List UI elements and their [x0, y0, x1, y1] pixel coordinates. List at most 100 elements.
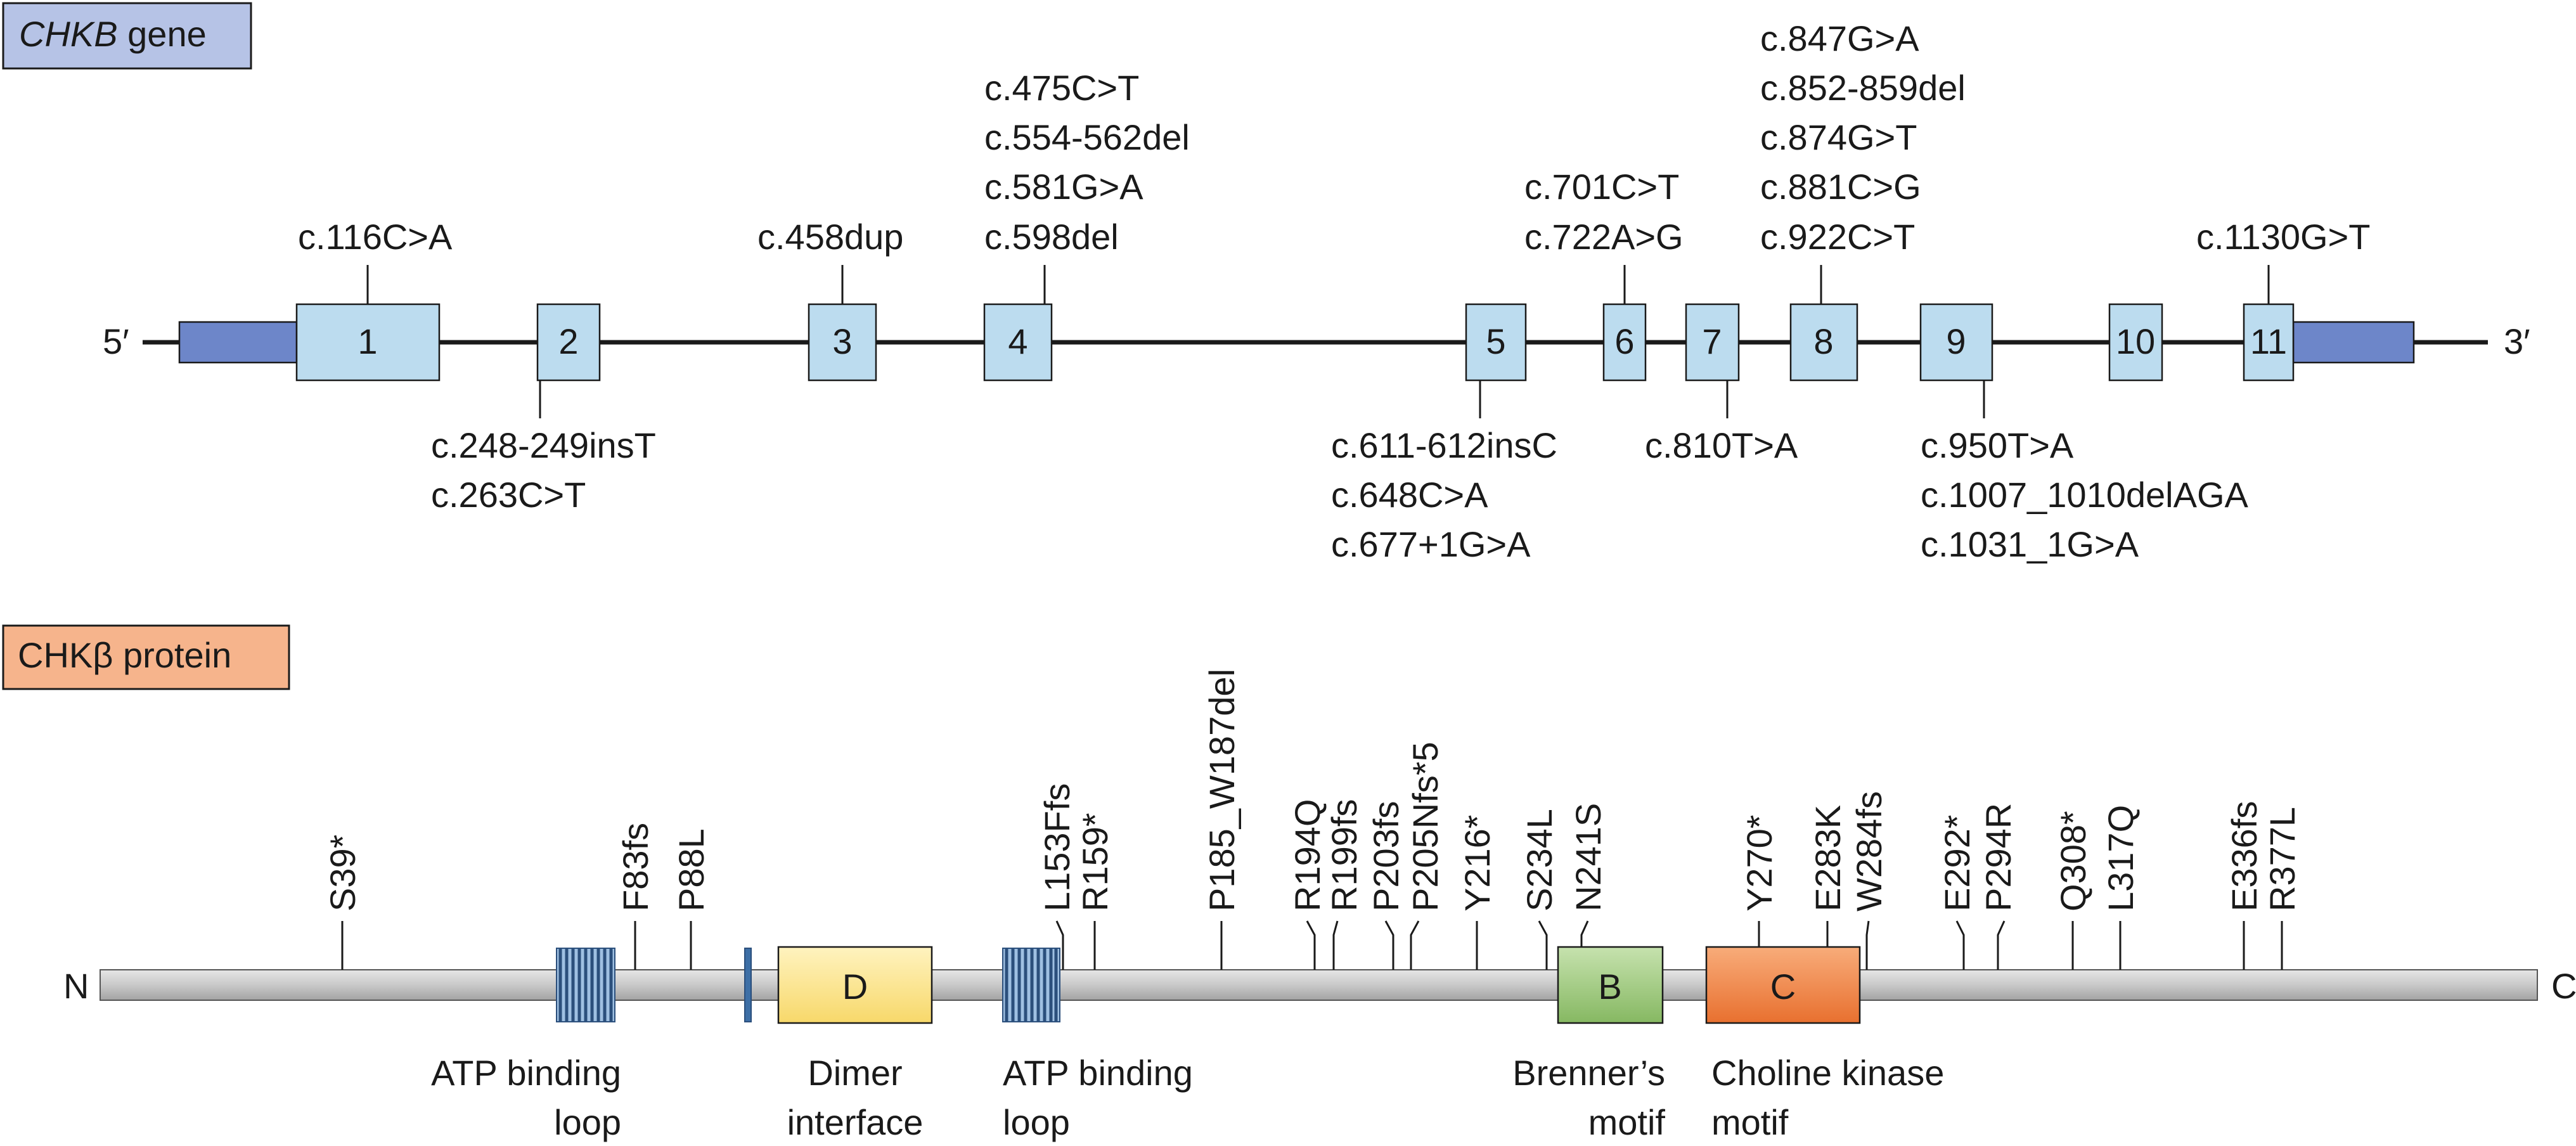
variant-label: c.248-249insT: [431, 425, 656, 465]
variant-label: c.611-612insC: [1331, 425, 1557, 465]
atp-loop-2: [1002, 948, 1060, 1022]
mutation-label: E292*: [1937, 814, 1977, 911]
mutation-label: P88L: [671, 828, 711, 911]
exon-label: 9: [1946, 321, 1966, 361]
mutation-tick: [1865, 920, 1870, 970]
gene-title-box: CHKB gene: [2, 2, 252, 70]
variant-label: c.874G>T: [1760, 117, 1917, 157]
variant-label: c.554-562del: [984, 117, 1190, 157]
variant-label: c.847G>A: [1760, 18, 1919, 58]
exon-1: [295, 303, 441, 382]
region-label-brenner: Brenner’s: [1512, 1053, 1665, 1093]
utr-5prime: [178, 321, 298, 364]
variant-label: c.1007_1010delAGA: [1921, 475, 2249, 515]
variant-label: c.1130G>T: [2196, 217, 2370, 257]
protein-title-box: CHKβ protein: [2, 624, 290, 690]
exon-label: 3: [832, 321, 852, 361]
exon-label: 8: [1813, 321, 1833, 361]
mutation-tick: [1384, 920, 1394, 970]
domain-brenner: [1557, 946, 1664, 1024]
gene-5prime-label: 5′: [103, 321, 129, 361]
mutation-label: Y270*: [1739, 814, 1779, 911]
variant-label: c.950T>A: [1921, 425, 2074, 465]
mutation-label: R194Q: [1287, 799, 1327, 911]
variant-label: c.881C>G: [1760, 167, 1921, 207]
mutation-label: L153Ffs: [1037, 783, 1077, 911]
region-label-atp2: ATP binding: [1003, 1053, 1193, 1093]
protein-structure: N C D: [63, 669, 2576, 1142]
exon-label: 6: [1614, 321, 1634, 361]
exon-8: [1789, 303, 1858, 382]
variant-label: c.852-859del: [1760, 68, 1966, 108]
variant-label: c.581G>A: [984, 167, 1143, 207]
mutation-label: S39*: [323, 835, 363, 911]
exon-label: 5: [1486, 321, 1505, 361]
mutation-tick: [1955, 920, 1965, 970]
domain-d-label: D: [842, 967, 868, 1007]
region-label-choline: motif: [1711, 1102, 1789, 1142]
exon-label: 7: [1702, 321, 1722, 361]
domain-dimer: [777, 946, 933, 1024]
exon-label: 10: [2116, 321, 2155, 361]
region-label-dimer: Dimer: [808, 1053, 902, 1093]
mutation-label: S234L: [1519, 809, 1559, 911]
exon-9: [1919, 303, 1993, 382]
variant-label: c.701C>T: [1524, 167, 1679, 207]
region-label-atp1: ATP binding: [431, 1053, 621, 1093]
mutation-label: W284fs: [1849, 791, 1889, 911]
protein-n-terminus: N: [63, 966, 89, 1006]
variant-label: c.263C>T: [431, 475, 586, 515]
mutation-tick: [1580, 920, 1589, 947]
mutation-label: Q308*: [2053, 811, 2093, 911]
exon-2: [536, 303, 601, 382]
mutation-tick: [1055, 920, 1064, 970]
region-label-dimer: interface: [787, 1102, 924, 1142]
gene-title-suffix: gene: [118, 14, 207, 54]
exon-label: 2: [558, 321, 578, 361]
variant-label: c.1031_1G>A: [1921, 524, 2139, 564]
domain-b-label: B: [1598, 967, 1621, 1007]
svg-text:CHKB gene: CHKB gene: [19, 14, 207, 54]
domain-choline-kinase: [1705, 946, 1861, 1024]
protein-backbone-bar: [100, 969, 2538, 1001]
exon-label: 4: [1008, 321, 1027, 361]
mutation-tick: [1410, 920, 1420, 970]
mutation-label: N241S: [1568, 803, 1608, 911]
mutation-label: R199fs: [1324, 799, 1364, 911]
variant-label: c.677+1G>A: [1331, 524, 1531, 564]
mutation-tick: [1332, 920, 1339, 970]
variant-label: c.648C>A: [1331, 475, 1488, 515]
mutation-label: E283K: [1808, 805, 1848, 911]
variant-label: c.475C>T: [984, 68, 1139, 108]
atp-loop-marker: [744, 948, 752, 1022]
variant-label: c.810T>A: [1645, 425, 1798, 465]
exon-7: [1685, 303, 1740, 382]
gene-3prime-label: 3′: [2504, 321, 2530, 361]
mutation-label: P294R: [1978, 803, 2018, 911]
gene-title-symbol: CHKB: [19, 14, 118, 54]
variant-label: c.598del: [984, 217, 1119, 257]
exon-label: 11: [2250, 321, 2287, 361]
region-label-brenner: motif: [1588, 1102, 1666, 1142]
mutation-label: Y216*: [1457, 814, 1497, 911]
exon-10: [2108, 303, 2163, 382]
mutation-tick: [1306, 920, 1316, 970]
mutation-tick: [1538, 920, 1548, 970]
mutation-tick: [1997, 920, 2006, 970]
mutation-label: P185_W187del: [1202, 669, 1242, 911]
mutation-label: L317Q: [2101, 805, 2141, 911]
exon-label: 1: [357, 321, 377, 361]
protein-title: CHKβ protein: [18, 635, 231, 675]
exon-6: [1602, 303, 1647, 382]
utr-3prime: [2292, 321, 2415, 364]
mutation-ticks: [341, 920, 2283, 970]
mutation-label: R377L: [2262, 807, 2302, 911]
region-label-atp2: loop: [1003, 1102, 1070, 1142]
mutation-label: E336fs: [2224, 801, 2264, 911]
exon-11: [2243, 303, 2295, 382]
mutation-label: F83fs: [615, 823, 655, 911]
variant-label: c.722A>G: [1524, 217, 1684, 257]
mutation-label: P205Nfs*5: [1405, 742, 1445, 911]
atp-loop-1: [556, 948, 615, 1022]
variant-label: c.458dup: [757, 217, 903, 257]
